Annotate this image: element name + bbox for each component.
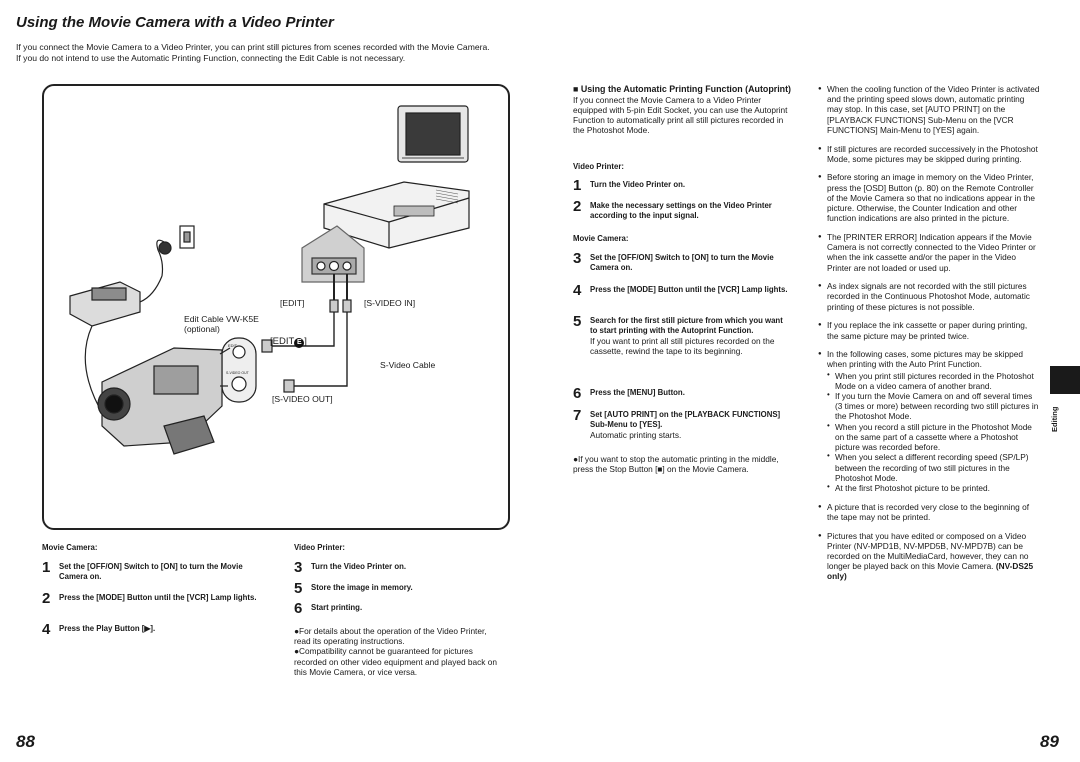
note-skipped: In the following cases, some pictures ma… [818,349,1040,369]
autoprint-intro: If you connect the Movie Camera to a Vid… [573,94,788,136]
autoprint-step-5: 5 Search for the first still picture fro… [573,314,791,357]
tab-label: Editing [1050,406,1059,432]
intro-paragraph-2: If you do not intend to use the Automati… [16,52,406,63]
jack-label-svideo: S-VIDEO OUT [226,371,249,375]
sub-note-on-off: If you turn the Movie Camera on and off … [818,390,1040,422]
video-printer-heading: Video Printer: [294,543,345,552]
connection-diagram: [EDIT] [S-VIDEO IN] Edit Cable VW-K5E (o… [42,84,510,530]
printer-step-5: 5 Store the image in memory. [294,580,413,597]
jack-label-edit: EDIT [228,343,238,348]
autoprint-step-7-note: Automatic printing starts. [590,430,682,440]
label-optional: (optional) [184,324,220,334]
sub-note-speed: When you select a different recording sp… [818,451,1040,483]
camera-step-4: 4 Press the Play Button [▶]. [42,621,156,638]
autoprint-step-2: 2 Make the necessary settings on the Vid… [573,198,772,221]
autoprint-step-3: 3 Set the [OFF/ON] Switch to [ON] to tur… [573,250,774,273]
autoprint-step-7: 7 Set [AUTO PRINT] on the [PLAYBACK FUNC… [573,408,791,441]
autoprint-step-5-note: If you want to print all still pictures … [590,336,775,357]
e-badge: E [294,338,305,348]
connection-illustration [69,105,470,455]
autoprint-step-6: 6 Press the [MENU] Button. [573,385,685,402]
note-successive: If still pictures are recorded successiv… [818,144,1040,164]
autoprint-step-4: 4 Press the [MODE] Button until the [VCR… [573,282,788,299]
label-svideo-in: [S-VIDEO IN] [364,298,416,308]
intro-text: If you connect the Movie Camera to a Vid… [16,42,516,63]
page-number-right: 89 [1040,732,1059,751]
note-index-signals: As index signals are not recorded with t… [818,281,1040,312]
note-compatibility: ●Compatibility cannot be guaranteed for … [294,646,497,677]
printer-step-6: 6 Start printing. [294,600,363,617]
note-operation: ●For details about the operation of the … [294,626,487,647]
printer-step-3: 3 Turn the Video Printer on. [294,559,407,576]
label-edit-cable: Edit Cable VW-K5E [184,314,259,324]
notes-list: When the cooling function of the Video P… [818,84,1040,590]
autoprint-title: ■ Using the Automatic Printing Function … [573,84,792,94]
note-osd: Before storing an image in memory on the… [818,172,1040,223]
label-svideo-out: [S-VIDEO OUT] [272,394,333,404]
sub-note-same-part: When you record a still picture in the P… [818,421,1040,453]
sub-note-other-brand: When you print still pictures recorded i… [818,370,1040,391]
label-edit: [EDIT] [280,298,305,308]
note-cooling: When the cooling function of the Video P… [818,84,1040,135]
note-replace-cassette: If you replace the ink cassette or paper… [818,320,1040,340]
page-number-left: 88 [16,732,35,751]
movie-camera-heading: Movie Camera: [42,543,98,552]
autoprint-printer-heading: Video Printer: [573,162,624,171]
note-printer-error: The [PRINTER ERROR] Indication appears i… [818,232,1040,273]
camera-step-2: 2 Press the [MODE] Button until the [VCR… [42,590,257,607]
note-tape-beginning: A picture that is recorded very close to… [818,502,1040,522]
page-title: Using the Movie Camera with a Video Prin… [16,14,334,31]
note-multimediacard: Pictures that you have edited or compose… [818,531,1040,582]
camera-step-1: 1 Set the [OFF/ON] Switch to [ON] to tur… [42,559,243,582]
autoprint-stop-note: ●If you want to stop the automatic print… [573,454,779,475]
autoprint-section: ■ Using the Automatic Printing Function … [573,84,791,135]
section-tab [1050,366,1080,394]
label-svideo-cable: S-Video Cable [380,360,436,370]
intro-paragraph-1: If you connect the Movie Camera to a Vid… [16,42,490,52]
printer-notes: ●For details about the operation of the … [294,626,504,677]
autoprint-step-1: 1 Turn the Video Printer on. [573,177,686,194]
sub-note-first-picture: At the first Photoshot picture to be pri… [818,482,1040,493]
autoprint-camera-heading: Movie Camera: [573,234,629,243]
